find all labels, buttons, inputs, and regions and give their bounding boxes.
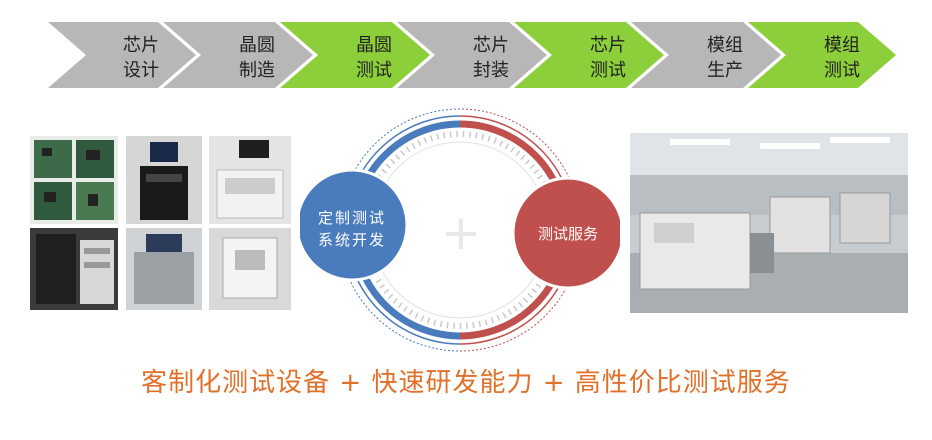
handler-machine-photo [126,228,202,310]
step-label-wafer-test: 晶圆 测试 [356,35,392,81]
custom-system-circle [300,168,409,282]
step-label-chip-test: 芯片 测试 [590,35,626,81]
chevron-step-5 [514,22,664,88]
tagline: 客制化测试设备 + 快速研发能力 + 高性价比测试服务 [141,368,791,398]
test-service-text: 测试服务 [537,225,598,243]
test-fixture-photo [209,228,291,310]
test-service-circle [511,176,620,290]
probe-station-photo [209,136,291,224]
chevron-step-6 [631,22,781,88]
plus-symbol: + [440,205,482,261]
step-label-module-test: 模组 测试 [824,35,860,81]
pcb-boards-photo [30,136,118,224]
chevron-step-7 [748,22,896,88]
chevron-shapes [48,22,896,88]
chevron-step-4 [397,22,547,88]
step-label-module-prod: 模组 生产 [707,35,743,81]
step-label-chip-package: 芯片 封装 [473,35,509,81]
test-floor-photo [630,133,908,313]
chevron-step-3 [280,22,430,88]
service-diagram [300,108,620,352]
process-flow: 芯片 设计 晶圆 制造 晶圆 测试 芯片 封装 芯片 测试 模组 生产 模组 测… [0,0,932,110]
custom-system-text: 定制测试 系统开发 [317,209,386,249]
step-label-chip-design: 芯片 设计 [123,35,159,81]
step-label-wafer-fab: 晶圆 制造 [239,35,275,81]
tester-cabinet-photo [126,136,202,224]
chevron-step-2 [163,22,313,88]
test-rack-photo [30,228,118,310]
chevron-step-1 [48,22,196,88]
